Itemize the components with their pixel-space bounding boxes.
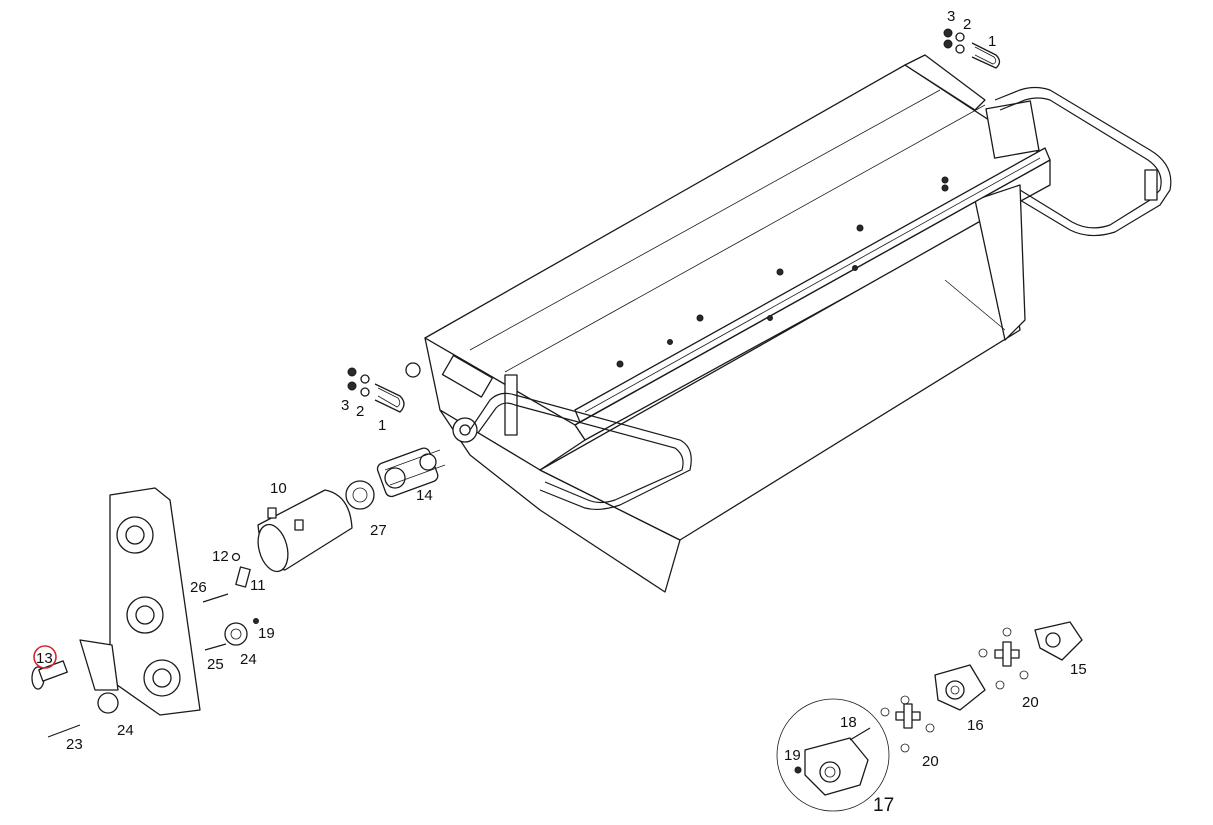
callout-27: 27 (370, 522, 387, 539)
top-handle-frame (994, 86, 1172, 237)
callout-20-bottom: 20 (922, 753, 939, 770)
callout-19-left: 19 (258, 625, 275, 642)
callout-19-inset: 19 (784, 747, 801, 764)
cross-20-top (978, 641, 1029, 690)
callout-3-top: 3 (947, 8, 955, 25)
side-plate (79, 487, 201, 716)
cover-10 (257, 489, 353, 573)
yoke-15 (1002, 621, 1083, 661)
callout-labels: 3 2 1 3 2 1 10 14 27 12 11 26 19 24 25 1… (33, 8, 1087, 816)
u-bolt-set-top (943, 28, 1001, 69)
pin-23 (47, 724, 81, 738)
callout-1-top: 1 (988, 33, 996, 50)
callout-16: 16 (967, 717, 984, 734)
callout-23: 23 (66, 736, 83, 753)
u-bolt-set-middle (347, 367, 405, 413)
yoke-16 (934, 664, 986, 711)
callout-11: 11 (250, 577, 266, 594)
callout-3-mid: 3 (341, 397, 349, 414)
callout-2-mid: 2 (356, 403, 364, 420)
bottom-handle-frame (469, 392, 692, 511)
callout-14: 14 (416, 487, 433, 504)
gearbox-14 (376, 447, 446, 498)
callout-13-highlight-ring (33, 645, 57, 669)
callout-20-top: 20 (1022, 694, 1039, 711)
callout-26: 26 (190, 579, 207, 596)
callout-25: 25 (207, 656, 224, 673)
washer-24-lower (97, 692, 119, 714)
gasket-27 (345, 480, 375, 510)
callout-2-top: 2 (963, 16, 971, 33)
hopper-body (405, 54, 1051, 593)
shaft-13 (31, 660, 68, 690)
callout-13: 13 (36, 650, 53, 667)
callout-24-mid: 24 (240, 651, 257, 668)
small-parts-11-12 (202, 552, 259, 651)
callout-12: 12 (212, 548, 229, 565)
callout-15: 15 (1070, 661, 1087, 678)
inset-17 (776, 698, 890, 812)
callout-24-bottom: 24 (117, 722, 134, 739)
callout-10: 10 (270, 480, 287, 497)
callout-17: 17 (873, 795, 894, 816)
cross-20-bottom (880, 695, 935, 753)
callout-18: 18 (840, 714, 857, 731)
callout-1-mid: 1 (378, 417, 386, 434)
